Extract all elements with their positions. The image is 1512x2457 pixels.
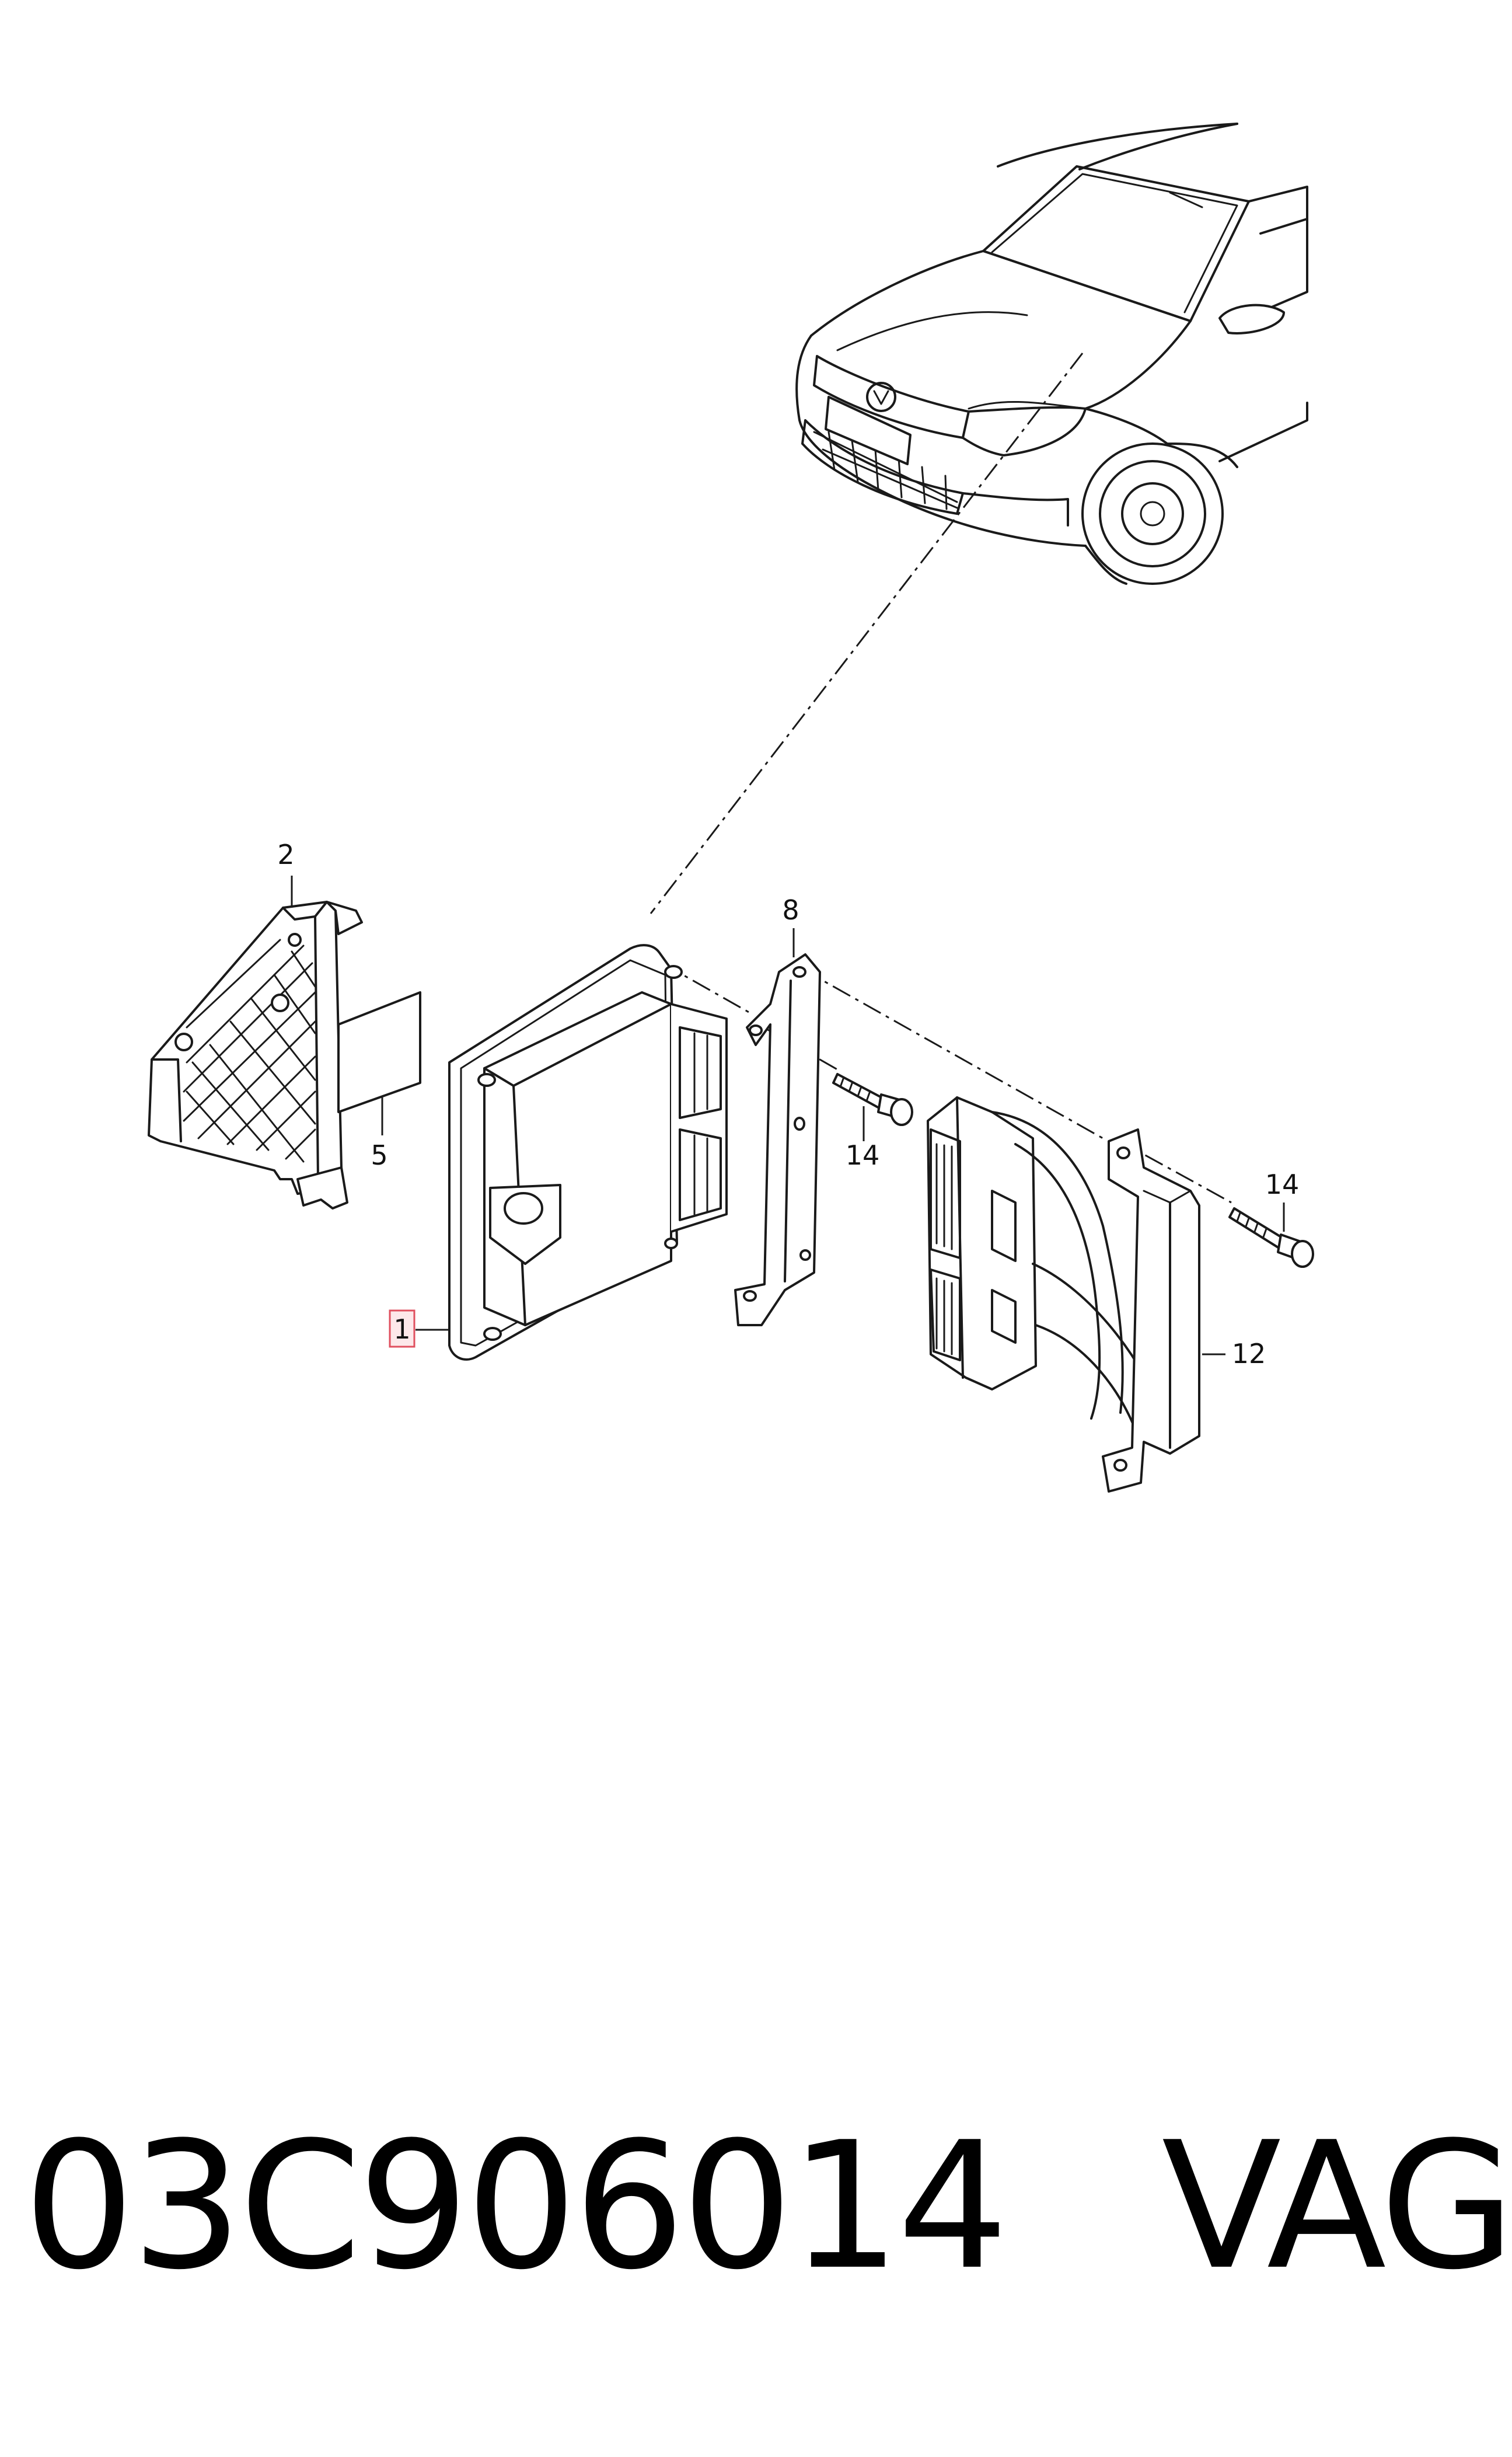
vehicle-illustration bbox=[795, 123, 1308, 585]
part-2-cover bbox=[148, 901, 363, 1210]
callout-12: 12 bbox=[1232, 1338, 1266, 1369]
part-14-screw-right bbox=[1228, 1207, 1314, 1268]
part-14-screw-left bbox=[832, 1073, 913, 1126]
part-5-label bbox=[337, 991, 421, 1113]
leader-bracket-to-connector-bracket bbox=[802, 968, 1104, 1139]
callout-14-left: 14 bbox=[846, 1139, 880, 1171]
part-12-bracket bbox=[1102, 1128, 1200, 1493]
leader-screw-right bbox=[1114, 1137, 1232, 1204]
callout-5: 5 bbox=[371, 1139, 387, 1171]
parts-diagram: 2 5 8 14 14 12 1 bbox=[148, 123, 1314, 1493]
callout-2: 2 bbox=[277, 839, 294, 870]
callout-14-right: 14 bbox=[1265, 1169, 1300, 1200]
wiring-connector bbox=[927, 1096, 1168, 1437]
part-number-caption: 03C906014 VAG bbox=[23, 2104, 1512, 2308]
leader-car-to-ecu bbox=[650, 353, 1084, 914]
callout-1-highlighted[interactable]: 1 bbox=[389, 1309, 449, 1348]
part-8-bracket bbox=[734, 953, 821, 1326]
callout-8: 8 bbox=[782, 894, 799, 926]
part-1-ecu[interactable] bbox=[448, 944, 728, 1361]
callout-1: 1 bbox=[393, 1313, 410, 1345]
